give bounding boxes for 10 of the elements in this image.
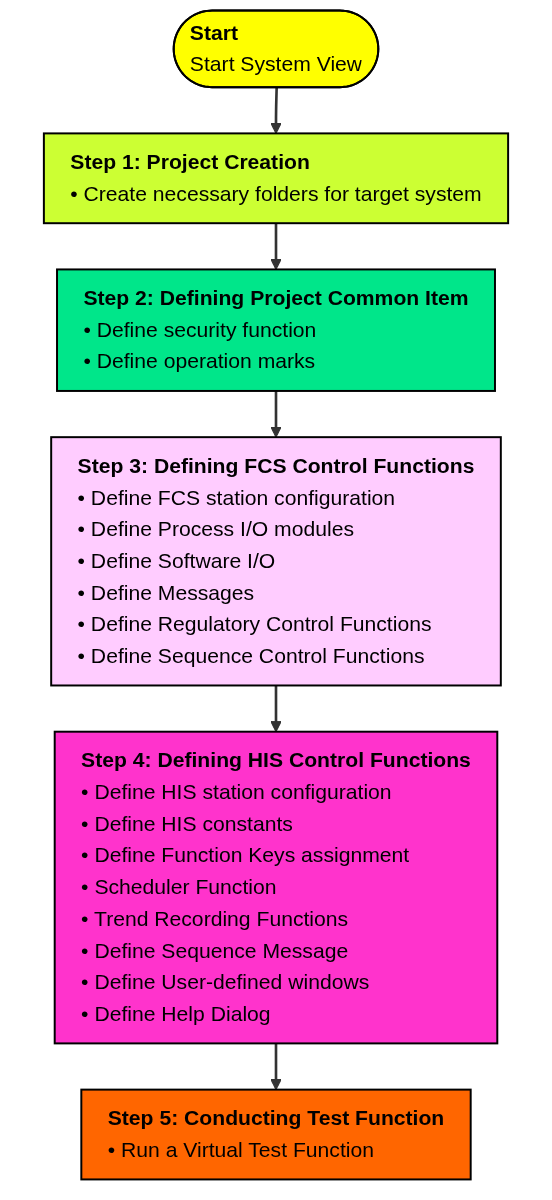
arrow [270, 87, 282, 134]
arrow [270, 685, 282, 733]
node-box: Step 3: Defining FCS Control Functions • Define FCS station configuration • Define Process I/O modules • Define Software I/O • Define Messages • Define Regulatory Control Functions • Define Sequence Control Functions [50, 436, 502, 687]
node-box: Step 1: Project Creation • Create necessary folders for target system [42, 132, 510, 225]
node-box: Step 4: Defining HIS Control Functions • Define HIS station configuration • Define HIS constants • Define Function Keys assignment • Scheduler Function • Trend Recording Functions • Define Sequence Message • Define User-defined windows • Define Help Dialog [53, 730, 499, 1045]
arrow [270, 1043, 282, 1091]
arrow [270, 390, 282, 438]
node-box: Step 2: Defining Project Common Item • Define security function • Define operation marks [56, 268, 496, 392]
node-box: Step 5: Conducting Test Function • Run a Virtual Test Function [80, 1088, 472, 1181]
arrow [270, 223, 282, 270]
